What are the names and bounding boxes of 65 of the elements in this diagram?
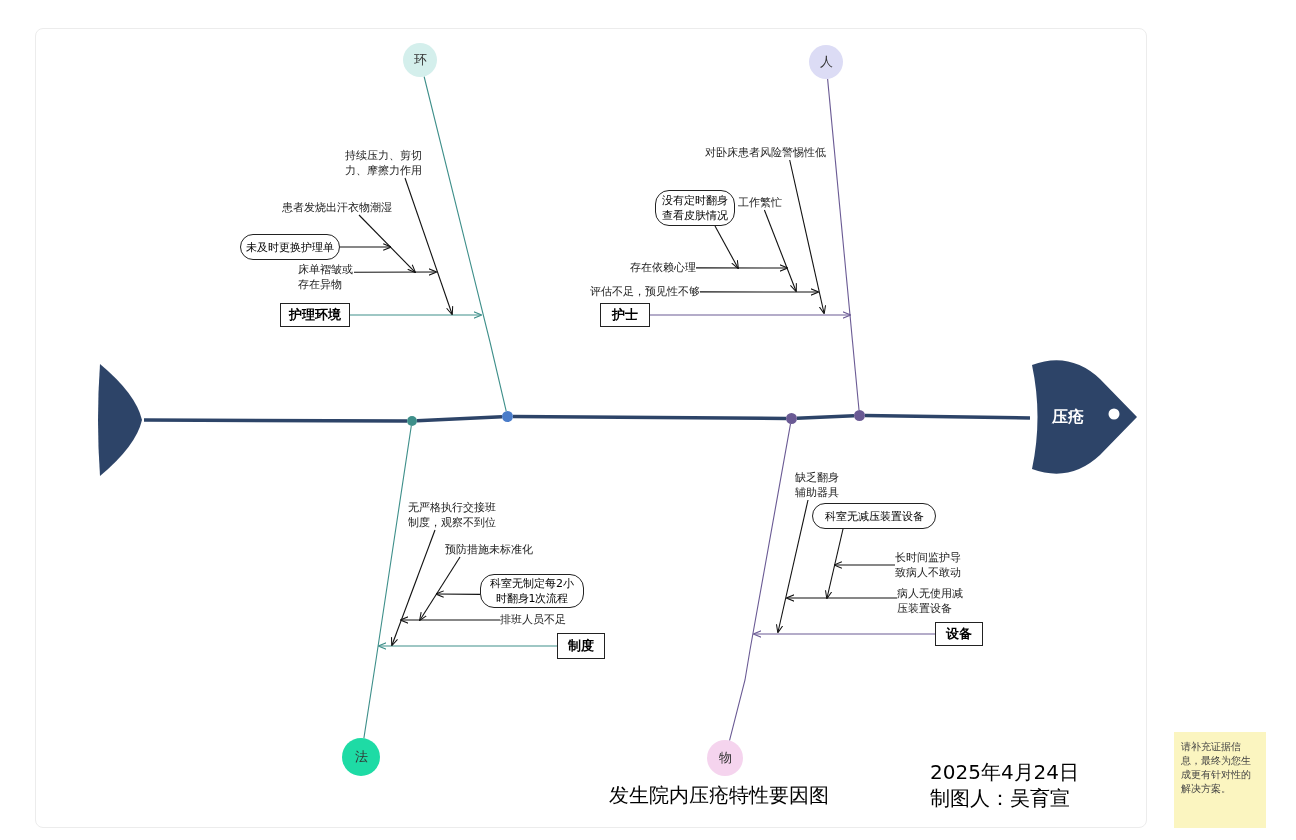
cause-text: 患者发烧出汗衣物潮湿 — [282, 200, 392, 215]
fish-tail-shape — [96, 364, 144, 476]
cause-text: 缺乏翻身辅助器具 — [795, 470, 843, 500]
junction-dot — [854, 410, 865, 421]
bone-line — [423, 75, 507, 412]
junction-dot — [502, 411, 513, 422]
author-text: 制图人：吴育宣 — [930, 786, 1070, 810]
cause-text: 无严格执行交接班制度，观察不到位 — [408, 500, 498, 530]
arrow — [785, 594, 898, 602]
arrow — [714, 225, 739, 270]
cause-text: 长时间监护导致病人不敢动 — [895, 550, 963, 580]
date-text: 2025年4月24日 — [930, 760, 1080, 784]
cause-bubble: 未及时更换护理单 — [240, 234, 340, 260]
spine-line — [513, 414, 786, 421]
cause-text: 持续压力、剪切力、摩擦力作用 — [345, 148, 425, 178]
arrow — [349, 311, 483, 319]
cause-text: 存在依赖心理 — [630, 260, 696, 275]
sticky-note: 请补充证据信息，最终为您生成更有针对性的解决方案。 — [1174, 732, 1266, 828]
arrow — [649, 311, 852, 319]
cause-text: 床单褶皱或存在异物 — [298, 262, 354, 292]
cause-text: 病人无使用减压装置设备 — [897, 586, 965, 616]
cause-text: 评估不足，预见性不够 — [590, 284, 700, 299]
category-circle: 环 — [403, 43, 437, 77]
category-circle: 物 — [707, 740, 743, 776]
cause-bubble: 没有定时翻身查看皮肤情况 — [655, 190, 735, 226]
cause-text: 排班人员不足 — [500, 612, 566, 627]
bone-line — [728, 423, 792, 742]
arrow — [699, 288, 820, 296]
cause-bubble: 科室无减压装置设备 — [812, 503, 936, 529]
spine-line — [144, 418, 407, 423]
arrow — [833, 561, 896, 569]
category-box: 设备 — [935, 622, 983, 646]
spine-line — [864, 413, 1031, 420]
spine-line — [416, 415, 503, 423]
category-box: 护理环境 — [280, 303, 350, 327]
arrow — [775, 499, 809, 634]
cause-text: 预防措施未标准化 — [445, 542, 533, 557]
arrow — [358, 214, 417, 274]
effect-label: 压疮 — [1052, 407, 1084, 428]
junction-dot — [407, 416, 417, 426]
junction-dot — [786, 413, 797, 424]
spine-line — [796, 413, 855, 421]
arrow — [435, 590, 481, 598]
category-circle: 法 — [342, 738, 380, 776]
arrow — [399, 616, 501, 624]
category-box: 护士 — [600, 303, 650, 327]
cause-bubble: 科室无制定每2小时翻身1次流程 — [480, 574, 584, 608]
category-box: 制度 — [557, 633, 605, 659]
bone-line — [827, 78, 860, 411]
arrow — [419, 556, 461, 622]
cause-text: 工作繁忙 — [738, 195, 782, 210]
arrow — [404, 177, 454, 316]
arrow — [339, 243, 392, 251]
arrow — [353, 268, 438, 276]
arrow — [391, 529, 436, 647]
category-circle: 人 — [809, 45, 843, 79]
arrow — [763, 209, 797, 293]
bone-line — [363, 425, 412, 739]
arrow — [752, 630, 936, 638]
arrow — [377, 642, 558, 650]
cause-text: 对卧床患者风险警惕性低 — [705, 145, 826, 160]
arrow — [789, 159, 827, 315]
arrow — [695, 264, 789, 272]
diagram-title: 发生院内压疮特性要因图 — [609, 782, 829, 809]
arrow — [825, 528, 844, 600]
